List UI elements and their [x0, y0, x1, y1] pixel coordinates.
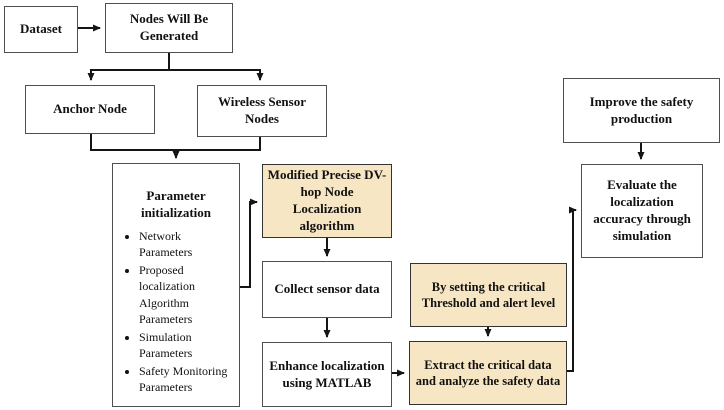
node-collect-sensor-data: Collect sensor data: [262, 261, 392, 318]
parameter-item: Network Parameters: [139, 228, 233, 260]
edge-wsn-to-param: [177, 137, 261, 151]
edge-extract-to-evaluate: [567, 206, 577, 372]
node-parameter-initialization: Parameter initialization Network Paramet…: [112, 163, 240, 407]
node-extract-critical-data: Extract the critical data and analyze th…: [409, 341, 567, 405]
node-wireless-sensor-nodes: Wireless Sensor Nodes: [197, 85, 327, 137]
edge-nodesgen-to-wsn: [169, 69, 264, 81]
edge-param-to-modified: [240, 198, 258, 288]
parameter-initialization-title: Parameter initialization: [140, 188, 212, 220]
node-nodes-will-be-generated: Nodes Will Be Generated: [105, 3, 233, 53]
parameter-item: Safety Monitoring Parameters: [139, 363, 233, 395]
parameter-item: Simulation Parameters: [139, 329, 233, 361]
node-evaluate-localization-accuracy: Evaluate the localization accuracy throu…: [581, 164, 703, 258]
node-by-setting-threshold: By setting the critical Threshold and al…: [410, 263, 567, 327]
node-anchor-node: Anchor Node: [25, 85, 155, 134]
node-improve-safety-production: Improve the safety production: [563, 78, 720, 143]
node-dataset: Dataset: [4, 6, 78, 53]
node-modified-dv-hop-algorithm: Modified Precise DV-hop Node Localizatio…: [262, 164, 392, 238]
edge-nodesgen-to-anchor: [87, 53, 170, 81]
parameter-item: Proposed localization Algorithm Paramete…: [139, 262, 233, 327]
parameter-list: Network Parameters Proposed localization…: [119, 228, 233, 396]
edge-anchor-to-param: [90, 134, 180, 159]
node-enhance-localization-matlab: Enhance localization using MATLAB: [262, 342, 392, 407]
